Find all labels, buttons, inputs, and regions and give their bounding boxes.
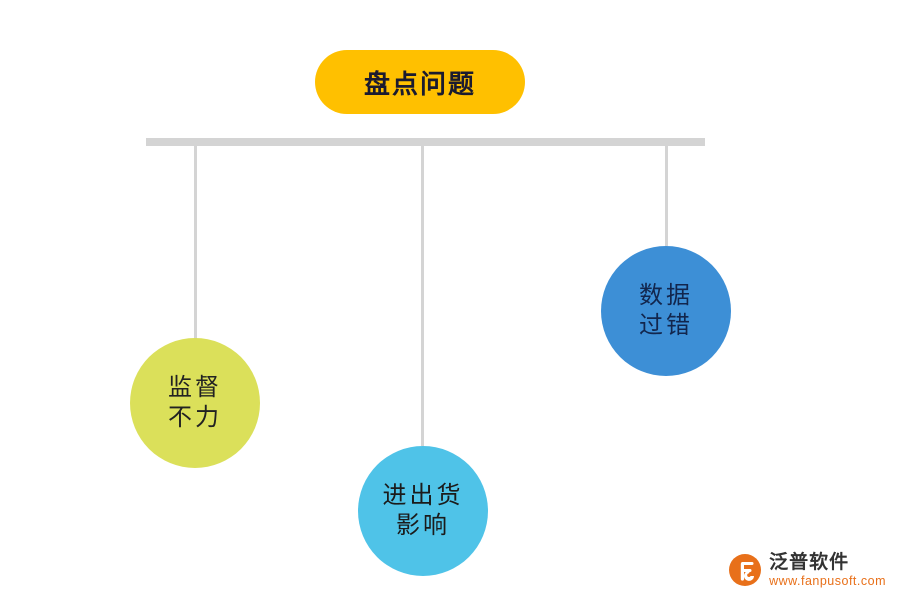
horizontal-trunk-line: [146, 138, 705, 146]
node-2-label-line-1: 进出货: [382, 482, 464, 509]
node-2-label-line-2: 影响: [396, 512, 450, 539]
logo-text-block: 泛普软件 www.fanpusoft.com: [769, 551, 886, 588]
logo-company-name: 泛普软件: [769, 551, 850, 573]
connector-line-node-2: [421, 146, 424, 446]
node-1-label-line-2: 不力: [168, 404, 222, 431]
diagram-node-2: 进出货 影响: [358, 446, 488, 576]
connector-line-node-3: [665, 146, 668, 246]
watermark-logo: 泛普软件 www.fanpusoft.com: [728, 551, 886, 588]
logo-website-url: www.fanpusoft.com: [769, 573, 886, 588]
connector-line-node-1: [194, 146, 197, 348]
node-1-label-line-1: 监督: [168, 374, 222, 401]
fanpu-logo-icon: [728, 553, 762, 587]
diagram-title-box: 盘点问题: [315, 50, 525, 114]
diagram-title-text: 盘点问题: [363, 68, 476, 99]
node-3-label-line-2: 过错: [639, 312, 693, 339]
node-3-label-line-1: 数据: [639, 282, 693, 309]
diagram-node-3: 数据 过错: [601, 246, 731, 376]
diagram-node-1: 监督 不力: [130, 338, 260, 468]
